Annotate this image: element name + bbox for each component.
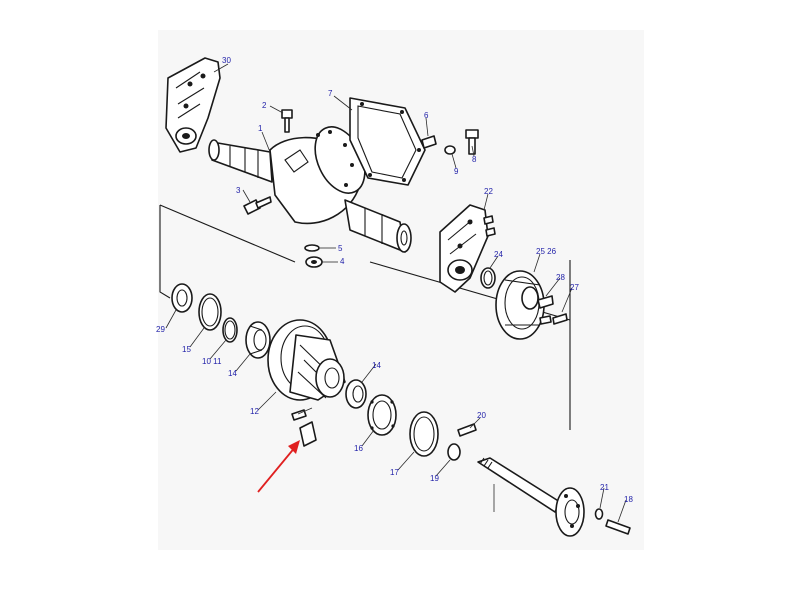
fasteners-top	[243, 109, 479, 268]
bracket-23	[165, 57, 221, 153]
callout-27: 27	[570, 283, 579, 292]
washer-21	[594, 508, 604, 520]
tab-washer-16	[367, 394, 397, 436]
callout-22: 22	[484, 187, 493, 196]
gasket-7	[349, 97, 426, 186]
brake-drum-25-26	[495, 270, 568, 340]
callout-8: 8	[472, 155, 477, 164]
callout-2: 2	[262, 101, 267, 110]
callout-14-right: 14	[372, 361, 381, 370]
bearing-14-right	[345, 379, 367, 409]
callout-14-left: 14	[228, 369, 237, 378]
callout-7: 7	[328, 89, 333, 98]
bearing-14-left	[245, 321, 271, 359]
callout-15: 15	[182, 345, 191, 354]
bracket-22	[439, 204, 496, 293]
callout-9: 9	[454, 167, 459, 176]
bolt-20	[605, 519, 631, 535]
callout-20: 18	[624, 495, 633, 504]
callout-17: 17	[390, 468, 399, 477]
callout-12: 12	[250, 407, 259, 416]
ring-15	[198, 293, 222, 331]
wheel-stud	[291, 407, 317, 447]
bolt-18	[457, 423, 477, 437]
callout-25-26: 25 26	[536, 247, 557, 256]
callout-19: 19	[430, 474, 439, 483]
callout-3: 3	[236, 186, 241, 195]
axle-shaft-10-11	[477, 457, 585, 537]
callout-18: 20	[477, 411, 486, 420]
seal-29	[171, 283, 193, 313]
wheel-hub-12	[267, 319, 346, 401]
callout-24: 24	[494, 250, 503, 259]
callout-30: 10 11	[202, 357, 222, 366]
callout-16: 16	[354, 444, 363, 453]
red-arrow-indicator	[257, 440, 300, 493]
callout-28: 28	[556, 273, 565, 282]
o-ring-24	[480, 267, 496, 289]
callout-23: 30	[222, 56, 231, 65]
lock-ring-17	[409, 411, 439, 457]
callout-1: 1	[258, 124, 263, 133]
callout-5: 5	[338, 244, 343, 253]
spacer-19	[447, 443, 461, 461]
callout-6: 6	[424, 111, 429, 120]
callout-4: 4	[340, 257, 345, 266]
callout-21: 21	[600, 483, 609, 492]
callout-29: 29	[156, 325, 165, 334]
leader-lines	[165, 63, 627, 523]
callout-labels: 30 2 1 7 6 8 9 3 22 5 4 24 25 26 28 27 2…	[156, 56, 633, 504]
